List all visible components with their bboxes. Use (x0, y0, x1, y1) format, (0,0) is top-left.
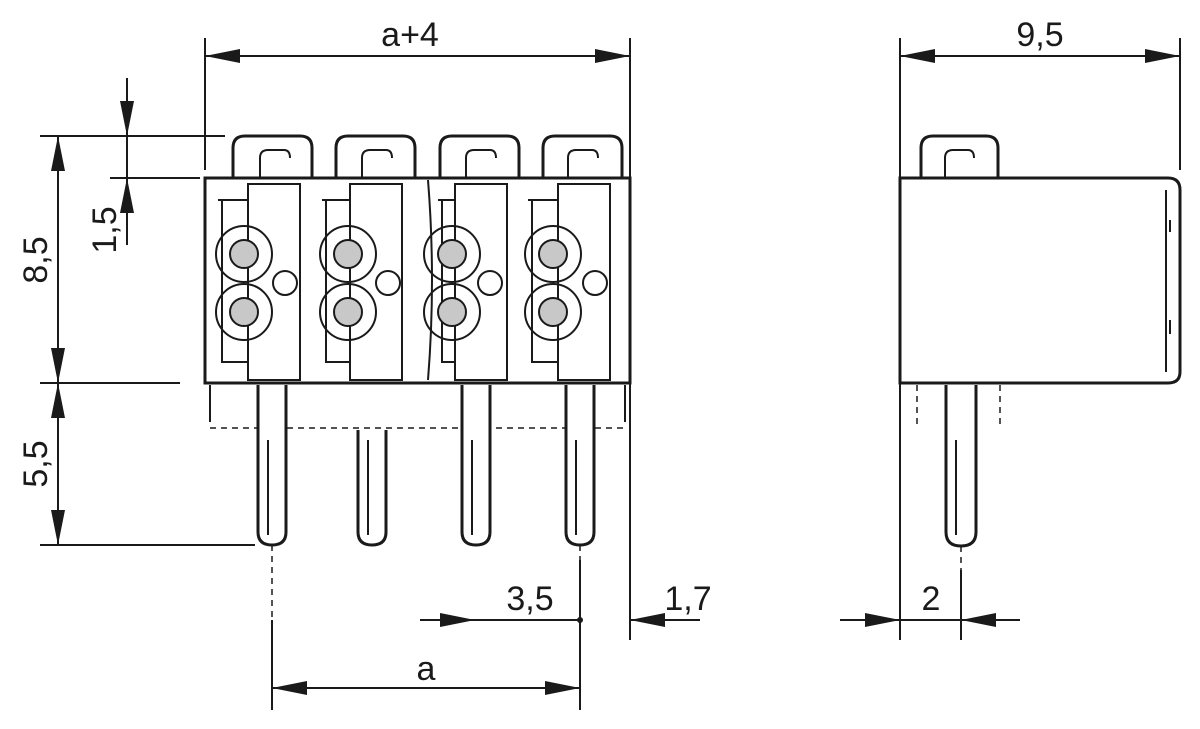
dim-side-depth: 9,5 (1016, 16, 1063, 54)
housing-break-line (427, 179, 433, 381)
actuator-tabs (231, 134, 624, 178)
dim-overall-width: a+4 (381, 16, 439, 54)
side-housing (898, 176, 1182, 385)
side-pin (944, 385, 978, 548)
dim-side-pin-offset: 2 (922, 580, 941, 618)
dim-top-offset: 1,5 (86, 206, 124, 253)
dim-body-height: 8,5 (17, 236, 55, 283)
dimension-lines (40, 38, 1181, 710)
front-view (203, 134, 632, 700)
dim-edge-offset: 1,7 (664, 580, 711, 618)
dim-pitch-half: 3,5 (506, 580, 553, 618)
pole-details (215, 183, 611, 381)
side-view (898, 134, 1182, 640)
dimension-labels: a+4 9,5 1,5 8,5 5,5 3,5 1,7 a 2 (17, 16, 1064, 688)
terminal-housing (203, 176, 632, 385)
dim-pin-length: 5,5 (17, 440, 55, 487)
dim-pitch: a (417, 650, 436, 688)
solder-pins (256, 385, 596, 547)
